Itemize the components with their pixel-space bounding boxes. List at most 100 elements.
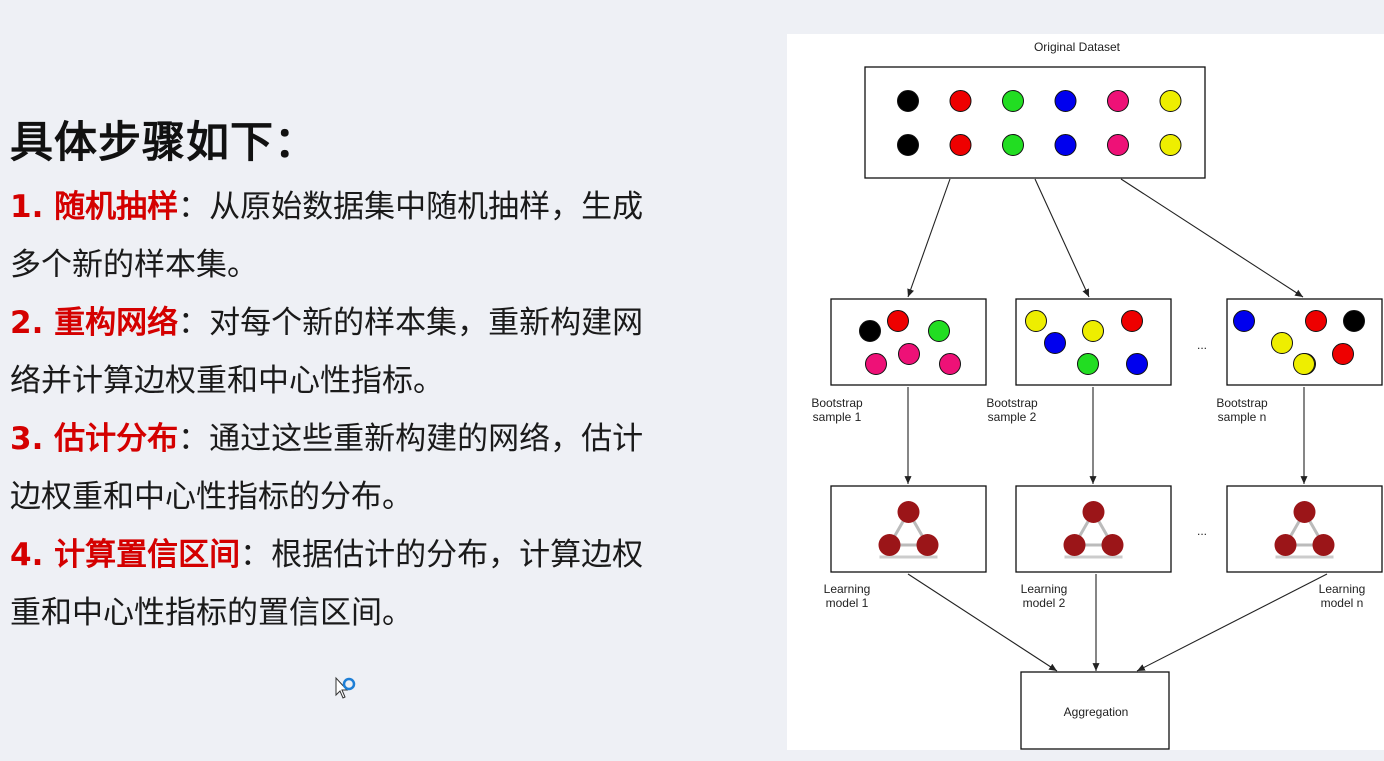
sample-dot	[859, 320, 881, 342]
flow-arrow-1	[907, 178, 951, 298]
steps-list: 1. 随机抽样：从原始数据集中随机抽样，生成多个新的样本集。2. 重构网络：对每…	[10, 178, 710, 642]
sample-dot	[1293, 353, 1315, 375]
step-3-number: 3.	[10, 421, 55, 457]
model-box-3	[1226, 485, 1383, 573]
sample-dot	[1044, 332, 1066, 354]
model-node	[1101, 534, 1124, 556]
sample-dot	[887, 310, 909, 332]
step-4-line-1: 4. 计算置信区间：根据估计的分布，计算边权	[10, 526, 710, 584]
step-2-text: 对每个新的样本集，重新构建网	[209, 305, 644, 341]
bootstrap-sample-label-3-line-2: sample n	[1217, 410, 1267, 424]
step-3-text: 通过这些重新构建的网络，估计	[209, 421, 644, 457]
step-1-line-2: 多个新的样本集。	[10, 247, 258, 283]
flow-arrow-9	[1136, 573, 1328, 672]
original-dot	[897, 90, 919, 112]
sample-dot	[898, 343, 920, 365]
ellipsis-1: ...	[1197, 338, 1208, 352]
aggregation-box	[1020, 671, 1170, 750]
original-dot	[1159, 90, 1182, 112]
busy-cursor-icon	[335, 676, 356, 699]
sample-dot	[1332, 343, 1354, 365]
bootstrap-sample-label-1-line-1: Bootstrap	[811, 396, 863, 410]
sample-dot	[1233, 310, 1255, 332]
model-node	[916, 534, 939, 556]
flow-arrow-7	[907, 573, 1058, 672]
learning-model-label-2-line-2: model 2	[1022, 596, 1066, 610]
learning-model-label-3-line-1: Learning	[1318, 582, 1366, 596]
model-node	[1312, 534, 1335, 556]
step-3-keyword: 估计分布	[54, 421, 179, 457]
original-dot	[1054, 134, 1077, 156]
model-box-2	[1015, 485, 1172, 573]
sample-dot	[1025, 310, 1047, 332]
sample-dot	[939, 353, 961, 375]
original-dot	[1054, 90, 1077, 112]
original-dot	[1107, 90, 1129, 112]
learning-model-label-1-line-2: model 1	[825, 596, 869, 610]
learning-model-label-1-line-1: Learning	[823, 582, 871, 596]
step-2-line-2: 络并计算边权重和中心性指标。	[10, 363, 444, 399]
step-2-keyword: 重构网络	[54, 305, 179, 341]
model-node	[1063, 534, 1086, 556]
original-dot	[949, 134, 972, 156]
learning-model-label-3-line-2: model n	[1320, 596, 1364, 610]
step-4-text: 根据估计的分布，计算边权	[271, 537, 644, 573]
original-dataset-label: Original Dataset	[1033, 40, 1121, 54]
original-dataset-box	[864, 66, 1206, 179]
sample-dot	[1271, 332, 1293, 354]
model-node	[1274, 534, 1297, 556]
ellipsis-2: ...	[1197, 524, 1208, 538]
original-dot	[1002, 90, 1024, 112]
step-1-separator: ：	[178, 189, 210, 225]
bootstrap-sample-label-2-line-1: Bootstrap	[986, 396, 1038, 410]
step-3-line-2: 边权重和中心性指标的分布。	[10, 479, 413, 515]
bootstrap-box-1	[830, 298, 987, 386]
step-1-number: 1.	[10, 189, 55, 225]
original-dot	[949, 90, 972, 112]
sample-dot	[1126, 353, 1148, 375]
model-node	[897, 501, 920, 523]
step-1-text: 从原始数据集中随机抽样，生成	[209, 189, 644, 225]
original-dot	[897, 134, 919, 156]
sample-dot	[1077, 353, 1099, 375]
step-1-keyword: 随机抽样	[54, 189, 179, 225]
original-dot	[1107, 134, 1129, 156]
sample-dot	[865, 353, 887, 375]
flow-arrow-2	[1034, 178, 1090, 298]
step-4-separator: ：	[240, 537, 272, 573]
learning-model-label-2-line-1: Learning	[1020, 582, 1068, 596]
step-4-number: 4.	[10, 537, 55, 573]
sample-dot	[1082, 320, 1104, 342]
step-3-separator: ：	[178, 421, 210, 457]
model-node	[878, 534, 901, 556]
sample-dot	[1343, 310, 1365, 332]
original-dot	[1002, 134, 1024, 156]
steps-panel: 具体步骤如下： 1. 随机抽样：从原始数据集中随机抽样，生成多个新的样本集。2.…	[10, 108, 710, 642]
model-box-1	[830, 485, 987, 573]
step-3-line-1: 3. 估计分布：通过这些重新构建的网络，估计	[10, 410, 710, 468]
model-node	[1082, 501, 1105, 523]
flow-arrow-3	[1120, 178, 1304, 298]
model-node	[1293, 501, 1316, 523]
bootstrap-sample-label-3-line-1: Bootstrap	[1216, 396, 1268, 410]
step-1-line-1: 1. 随机抽样：从原始数据集中随机抽样，生成	[10, 178, 710, 236]
sample-dot	[1305, 310, 1327, 332]
step-2-number: 2.	[10, 305, 55, 341]
aggregation-label: Aggregation	[1063, 705, 1129, 719]
page-title: 具体步骤如下：	[10, 118, 318, 168]
step-4-keyword: 计算置信区间	[54, 537, 241, 573]
step-2-separator: ：	[178, 305, 210, 341]
bootstrap-sample-label-1-line-2: sample 1	[812, 410, 862, 424]
step-2-line-1: 2. 重构网络：对每个新的样本集，重新构建网	[10, 294, 710, 352]
step-4-line-2: 重和中心性指标的置信区间。	[10, 595, 413, 631]
original-dot	[1159, 134, 1182, 156]
diagram-canvas	[830, 66, 1383, 750]
sample-dot	[928, 320, 950, 342]
